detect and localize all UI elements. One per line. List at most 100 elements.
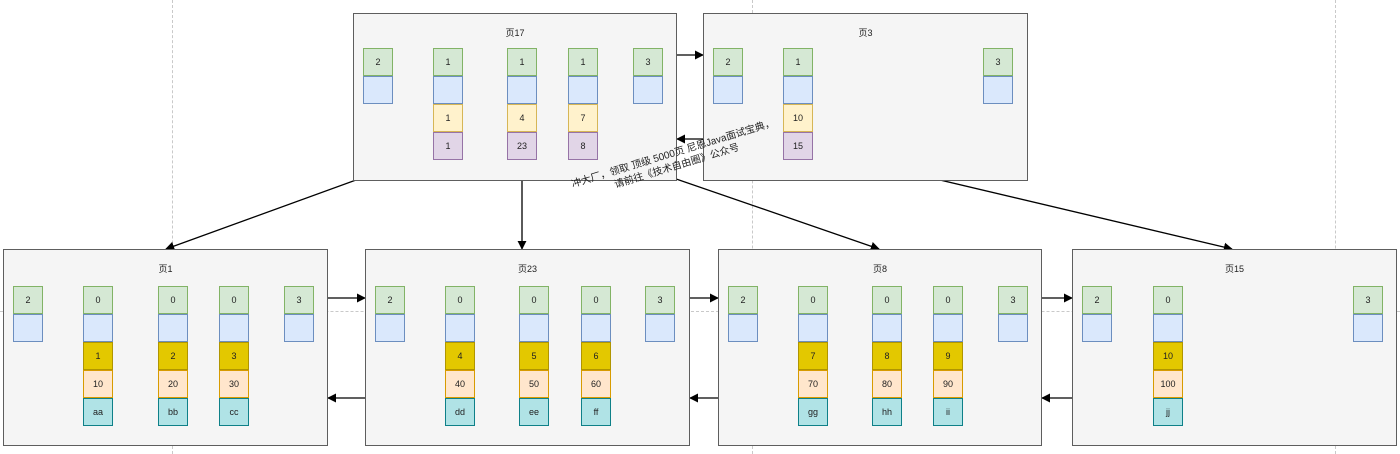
record-child-page: 8 [568,132,598,160]
record-id: 2 [158,342,188,370]
supremum-pointer [633,76,663,104]
infimum-pointer [13,314,43,342]
record-name: hh [872,398,902,426]
record-number: 90 [933,370,963,398]
record-id: 5 [519,342,549,370]
record-id: 9 [933,342,963,370]
record-child-page: 15 [783,132,813,160]
page-title: 页17 [505,28,525,38]
record-header: 0 [219,286,249,314]
record-number: 20 [158,370,188,398]
infimum-pointer [1082,314,1112,342]
record-id: 3 [219,342,249,370]
infimum-header: 2 [728,286,758,314]
supremum-header: 3 [284,286,314,314]
record-pointer [445,314,475,342]
infimum-header: 2 [13,286,43,314]
record-header: 0 [1153,286,1183,314]
page-8[interactable]: 页8 2 0 7 70 gg 0 8 80 hh 0 9 90 ii 3 [718,249,1042,446]
record-id: 10 [1153,342,1183,370]
infimum-pointer [728,314,758,342]
page-title: 页15 [1224,264,1244,274]
record-header: 0 [872,286,902,314]
record-key: 1 [433,104,463,132]
infimum-pointer [363,76,393,104]
infimum-header: 2 [375,286,405,314]
infimum-header: 2 [1082,286,1112,314]
guide-line-vertical-1 [172,0,173,454]
record-number: 40 [445,370,475,398]
record-id: 6 [581,342,611,370]
record-pointer [581,314,611,342]
supremum-pointer [645,314,675,342]
record-name: cc [219,398,249,426]
record-pointer [933,314,963,342]
page-title: 页8 [872,264,887,274]
record-header: 0 [158,286,188,314]
record-name: ff [581,398,611,426]
supremum-header: 3 [1353,286,1383,314]
record-name: ii [933,398,963,426]
record-name: gg [798,398,828,426]
supremum-header: 3 [983,48,1013,76]
record-header: 0 [519,286,549,314]
record-pointer [519,314,549,342]
supremum-pointer [1353,314,1383,342]
record-child-page: 1 [433,132,463,160]
record-number: 50 [519,370,549,398]
record-pointer [219,314,249,342]
record-name: dd [445,398,475,426]
record-name: jj [1153,398,1183,426]
record-header: 0 [798,286,828,314]
infimum-header: 2 [363,48,393,76]
record-pointer [158,314,188,342]
record-header: 0 [445,286,475,314]
supremum-header: 3 [645,286,675,314]
record-id: 8 [872,342,902,370]
record-header: 0 [933,286,963,314]
record-pointer [568,76,598,104]
record-header: 1 [568,48,598,76]
supremum-pointer [284,314,314,342]
record-number: 80 [872,370,902,398]
record-number: 70 [798,370,828,398]
guide-line-horizontal [0,311,1400,312]
record-id: 7 [798,342,828,370]
record-header: 1 [783,48,813,76]
page-15[interactable]: 页15 2 0 10 100 jj 3 [1072,249,1397,446]
record-key: 10 [783,104,813,132]
record-pointer [433,76,463,104]
record-pointer [872,314,902,342]
record-header: 0 [581,286,611,314]
page-title: 页3 [858,28,873,38]
page-title: 页1 [158,264,173,274]
record-pointer [507,76,537,104]
record-key: 4 [507,104,537,132]
record-number: 10 [83,370,113,398]
record-number: 30 [219,370,249,398]
guide-line-vertical-2 [752,0,753,454]
guide-line-vertical-3 [1335,0,1336,454]
page-1[interactable]: 页1 2 0 1 10 aa 0 2 20 bb 0 3 30 cc 3 [3,249,328,446]
record-header: 0 [83,286,113,314]
supremum-pointer [983,76,1013,104]
record-pointer [1153,314,1183,342]
page-17[interactable]: 页17 2 1 1 1 1 4 23 1 7 8 3 [353,13,677,181]
supremum-header: 3 [998,286,1028,314]
record-header: 1 [507,48,537,76]
record-child-page: 23 [507,132,537,160]
record-pointer [783,76,813,104]
record-name: ee [519,398,549,426]
page-3[interactable]: 页3 2 1 10 15 3 [703,13,1028,181]
page-title: 页23 [517,264,537,274]
record-id: 1 [83,342,113,370]
record-number: 60 [581,370,611,398]
record-header: 1 [433,48,463,76]
supremum-pointer [998,314,1028,342]
record-name: bb [158,398,188,426]
record-id: 4 [445,342,475,370]
infimum-pointer [713,76,743,104]
record-number: 100 [1153,370,1183,398]
record-key: 7 [568,104,598,132]
page-23[interactable]: 页23 2 0 4 40 dd 0 5 50 ee 0 6 60 ff 3 [365,249,690,446]
